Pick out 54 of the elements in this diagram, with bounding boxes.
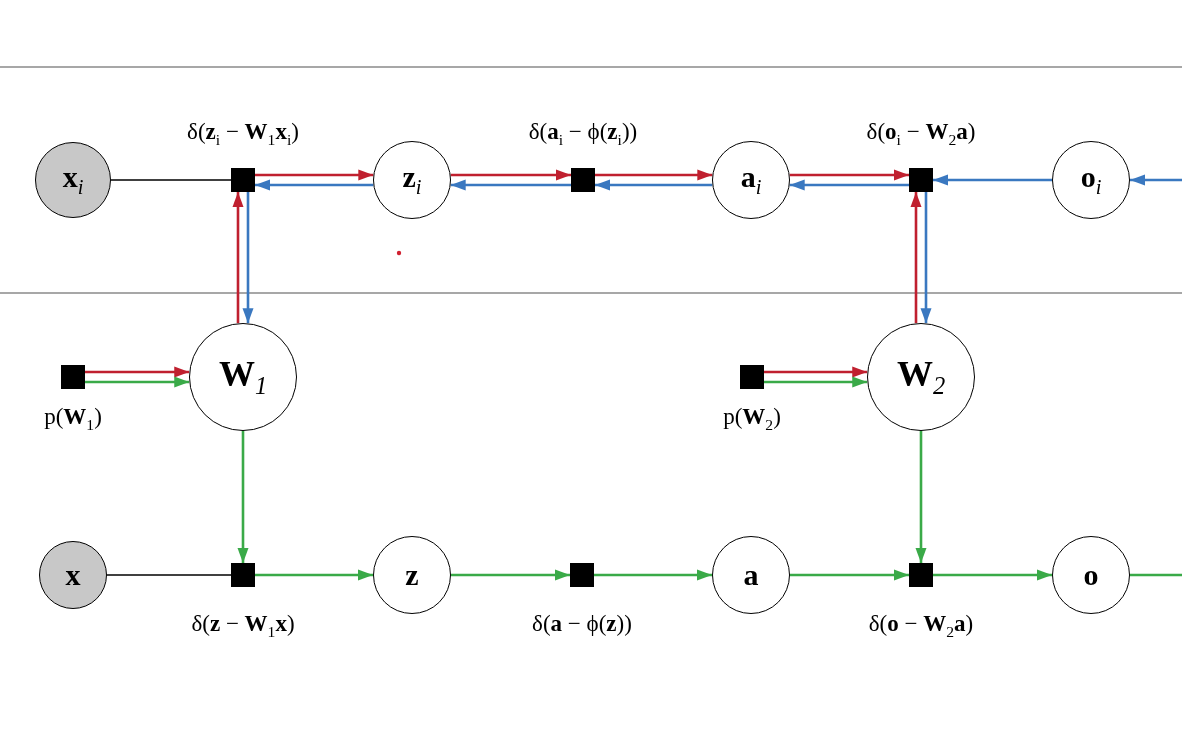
arrow (85, 366, 190, 378)
arrow (237, 431, 249, 563)
variable-label: a$_{i}$ (740, 162, 762, 198)
connector-line (1130, 573, 1182, 577)
factor-label: δ(a − ϕ(z)) (532, 612, 632, 635)
arrow (764, 366, 868, 378)
arrow (933, 569, 1052, 581)
arrow (450, 169, 571, 181)
arrow (595, 179, 713, 191)
arrow (255, 179, 374, 191)
arrow (790, 569, 909, 581)
factor-square (740, 365, 764, 389)
factor-label: δ(a$_{i}$ − ϕ(z$_{i}$)) (528, 120, 638, 148)
factor-square (909, 168, 933, 192)
arrow (242, 192, 254, 324)
variable-label: a (743, 560, 759, 590)
factor-square (61, 365, 85, 389)
variable-label: o$_{i}$ (1080, 162, 1102, 198)
variable-label: W$_{2}$ (896, 355, 946, 399)
variable-label: z (405, 560, 419, 590)
factor-label: δ(z − W$_{1}$x) (191, 612, 295, 640)
arrow (232, 192, 244, 324)
factor-label: p(W$_{1}$) (44, 405, 102, 433)
arrow (255, 169, 374, 181)
variable-label: z$_{i}$ (402, 162, 422, 198)
factor-label: δ(o − W$_{2}$a) (868, 612, 974, 640)
factor-label: δ(z$_{i}$ − W$_{1}$x$_{i}$) (187, 120, 299, 148)
arrow (910, 192, 922, 324)
arrow (85, 376, 190, 388)
factor-square (231, 168, 255, 192)
factor-label: p(W$_{2}$) (723, 405, 781, 433)
arrow (255, 569, 373, 581)
arrow (789, 169, 909, 181)
variable-label: o (1083, 560, 1099, 590)
variable-label: x$_{i}$ (62, 162, 84, 198)
arrow (933, 174, 1052, 186)
arrow (1130, 174, 1182, 186)
arrow (450, 179, 571, 191)
factor-square (571, 168, 595, 192)
arrow (451, 569, 570, 581)
factor-square (570, 563, 594, 587)
arrow (920, 192, 932, 324)
arrow (594, 569, 712, 581)
factor-label: δ(o$_{i}$ − W$_{2}$a) (866, 120, 976, 148)
arrow (915, 431, 927, 563)
variable-label: x (65, 560, 81, 590)
variable-label: W$_{1}$ (218, 355, 268, 399)
arrow (595, 169, 713, 181)
connector-line (106, 574, 232, 576)
arrow (764, 376, 868, 388)
arrow (789, 179, 909, 191)
factor-square (909, 563, 933, 587)
factor-square (231, 563, 255, 587)
connector-line (110, 179, 232, 181)
